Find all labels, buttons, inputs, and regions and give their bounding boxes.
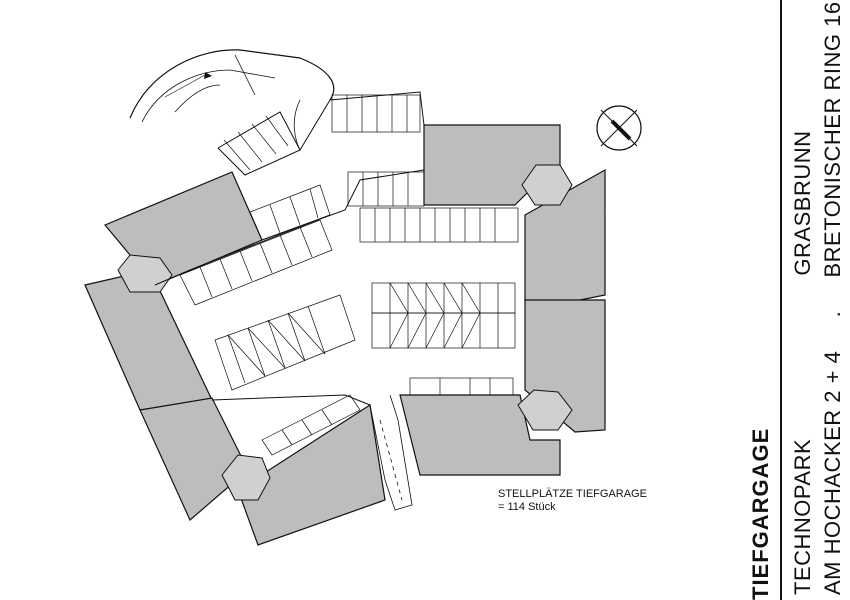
parking-count-note: STELLPLÄTZE TIEFGARAGE = 114 Stück	[498, 488, 647, 514]
address-line-1: TECHNOPARK GRASBRUNN	[790, 131, 816, 596]
address-grasbrunn: GRASBRUNN	[790, 130, 815, 276]
address-bretonischer-ring: BRETONISCHER RING 16 + 18	[820, 0, 845, 278]
garage-floor-plan	[84, 49, 642, 546]
address-technopark: TECHNOPARK	[790, 438, 815, 595]
parking-bays	[179, 94, 519, 456]
entry-ramp	[129, 49, 335, 151]
building-south	[237, 403, 386, 546]
exit-ramp	[369, 394, 413, 511]
page-title: TIEFGARGAGE	[748, 427, 773, 600]
stair-cores	[117, 164, 573, 501]
north-arrow-icon	[596, 105, 642, 151]
address-line-2: AM HOCHACKER 2 + 4 . BRETONISCHER RING 1…	[820, 0, 846, 595]
title-divider	[780, 0, 782, 600]
building-west-lower	[139, 397, 249, 521]
address-hochacker: AM HOCHACKER 2 + 4	[820, 350, 845, 595]
building-east-upper	[524, 168, 606, 303]
parking-count-label: STELLPLÄTZE TIEFGARAGE	[498, 488, 647, 500]
parking-count-value: = 114 Stück	[498, 501, 556, 513]
address-separator: .	[820, 310, 845, 318]
building-southeast	[399, 394, 561, 476]
